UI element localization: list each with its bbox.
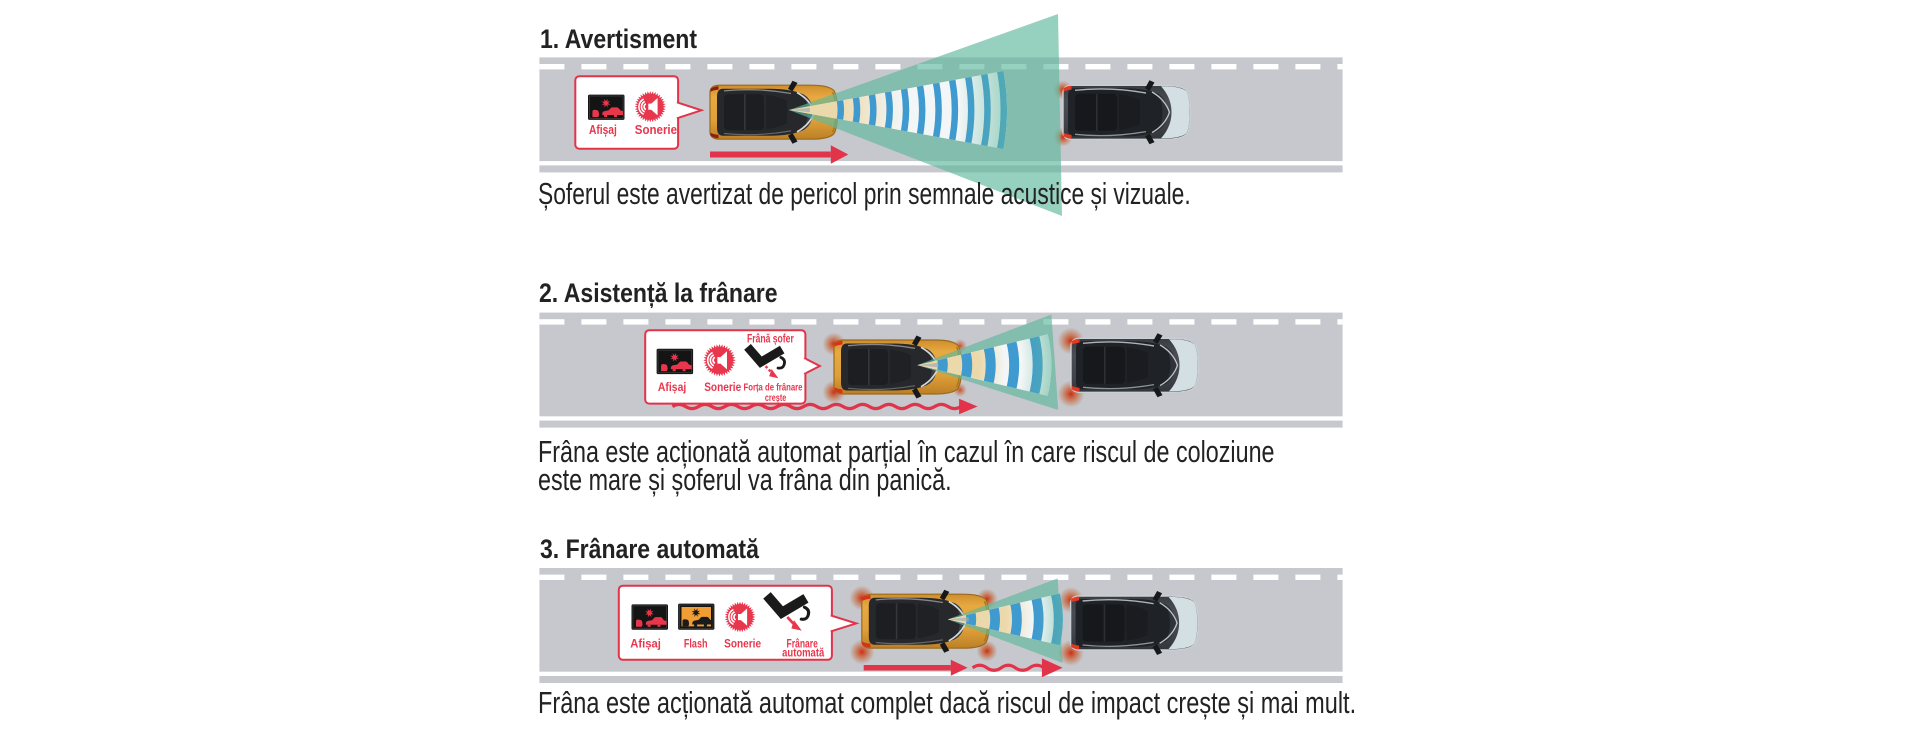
svg-text:Forța de frânare: Forța de frânare xyxy=(744,382,803,394)
svg-text:Sonerie: Sonerie xyxy=(724,639,761,651)
svg-text:Afișaj: Afișaj xyxy=(658,380,686,394)
svg-text:Flash: Flash xyxy=(684,639,708,651)
svg-text:Sonerie: Sonerie xyxy=(704,380,741,394)
svg-text:crește: crește xyxy=(765,392,787,404)
svg-text:Sonerie: Sonerie xyxy=(635,123,677,137)
svg-text:Frână șofer: Frână șofer xyxy=(747,333,794,345)
svg-text:Afișaj: Afișaj xyxy=(630,639,661,651)
svg-text:Frânare: Frânare xyxy=(787,639,818,651)
svg-text:Afișaj: Afișaj xyxy=(589,123,617,137)
svg-text:automată: automată xyxy=(782,648,825,660)
